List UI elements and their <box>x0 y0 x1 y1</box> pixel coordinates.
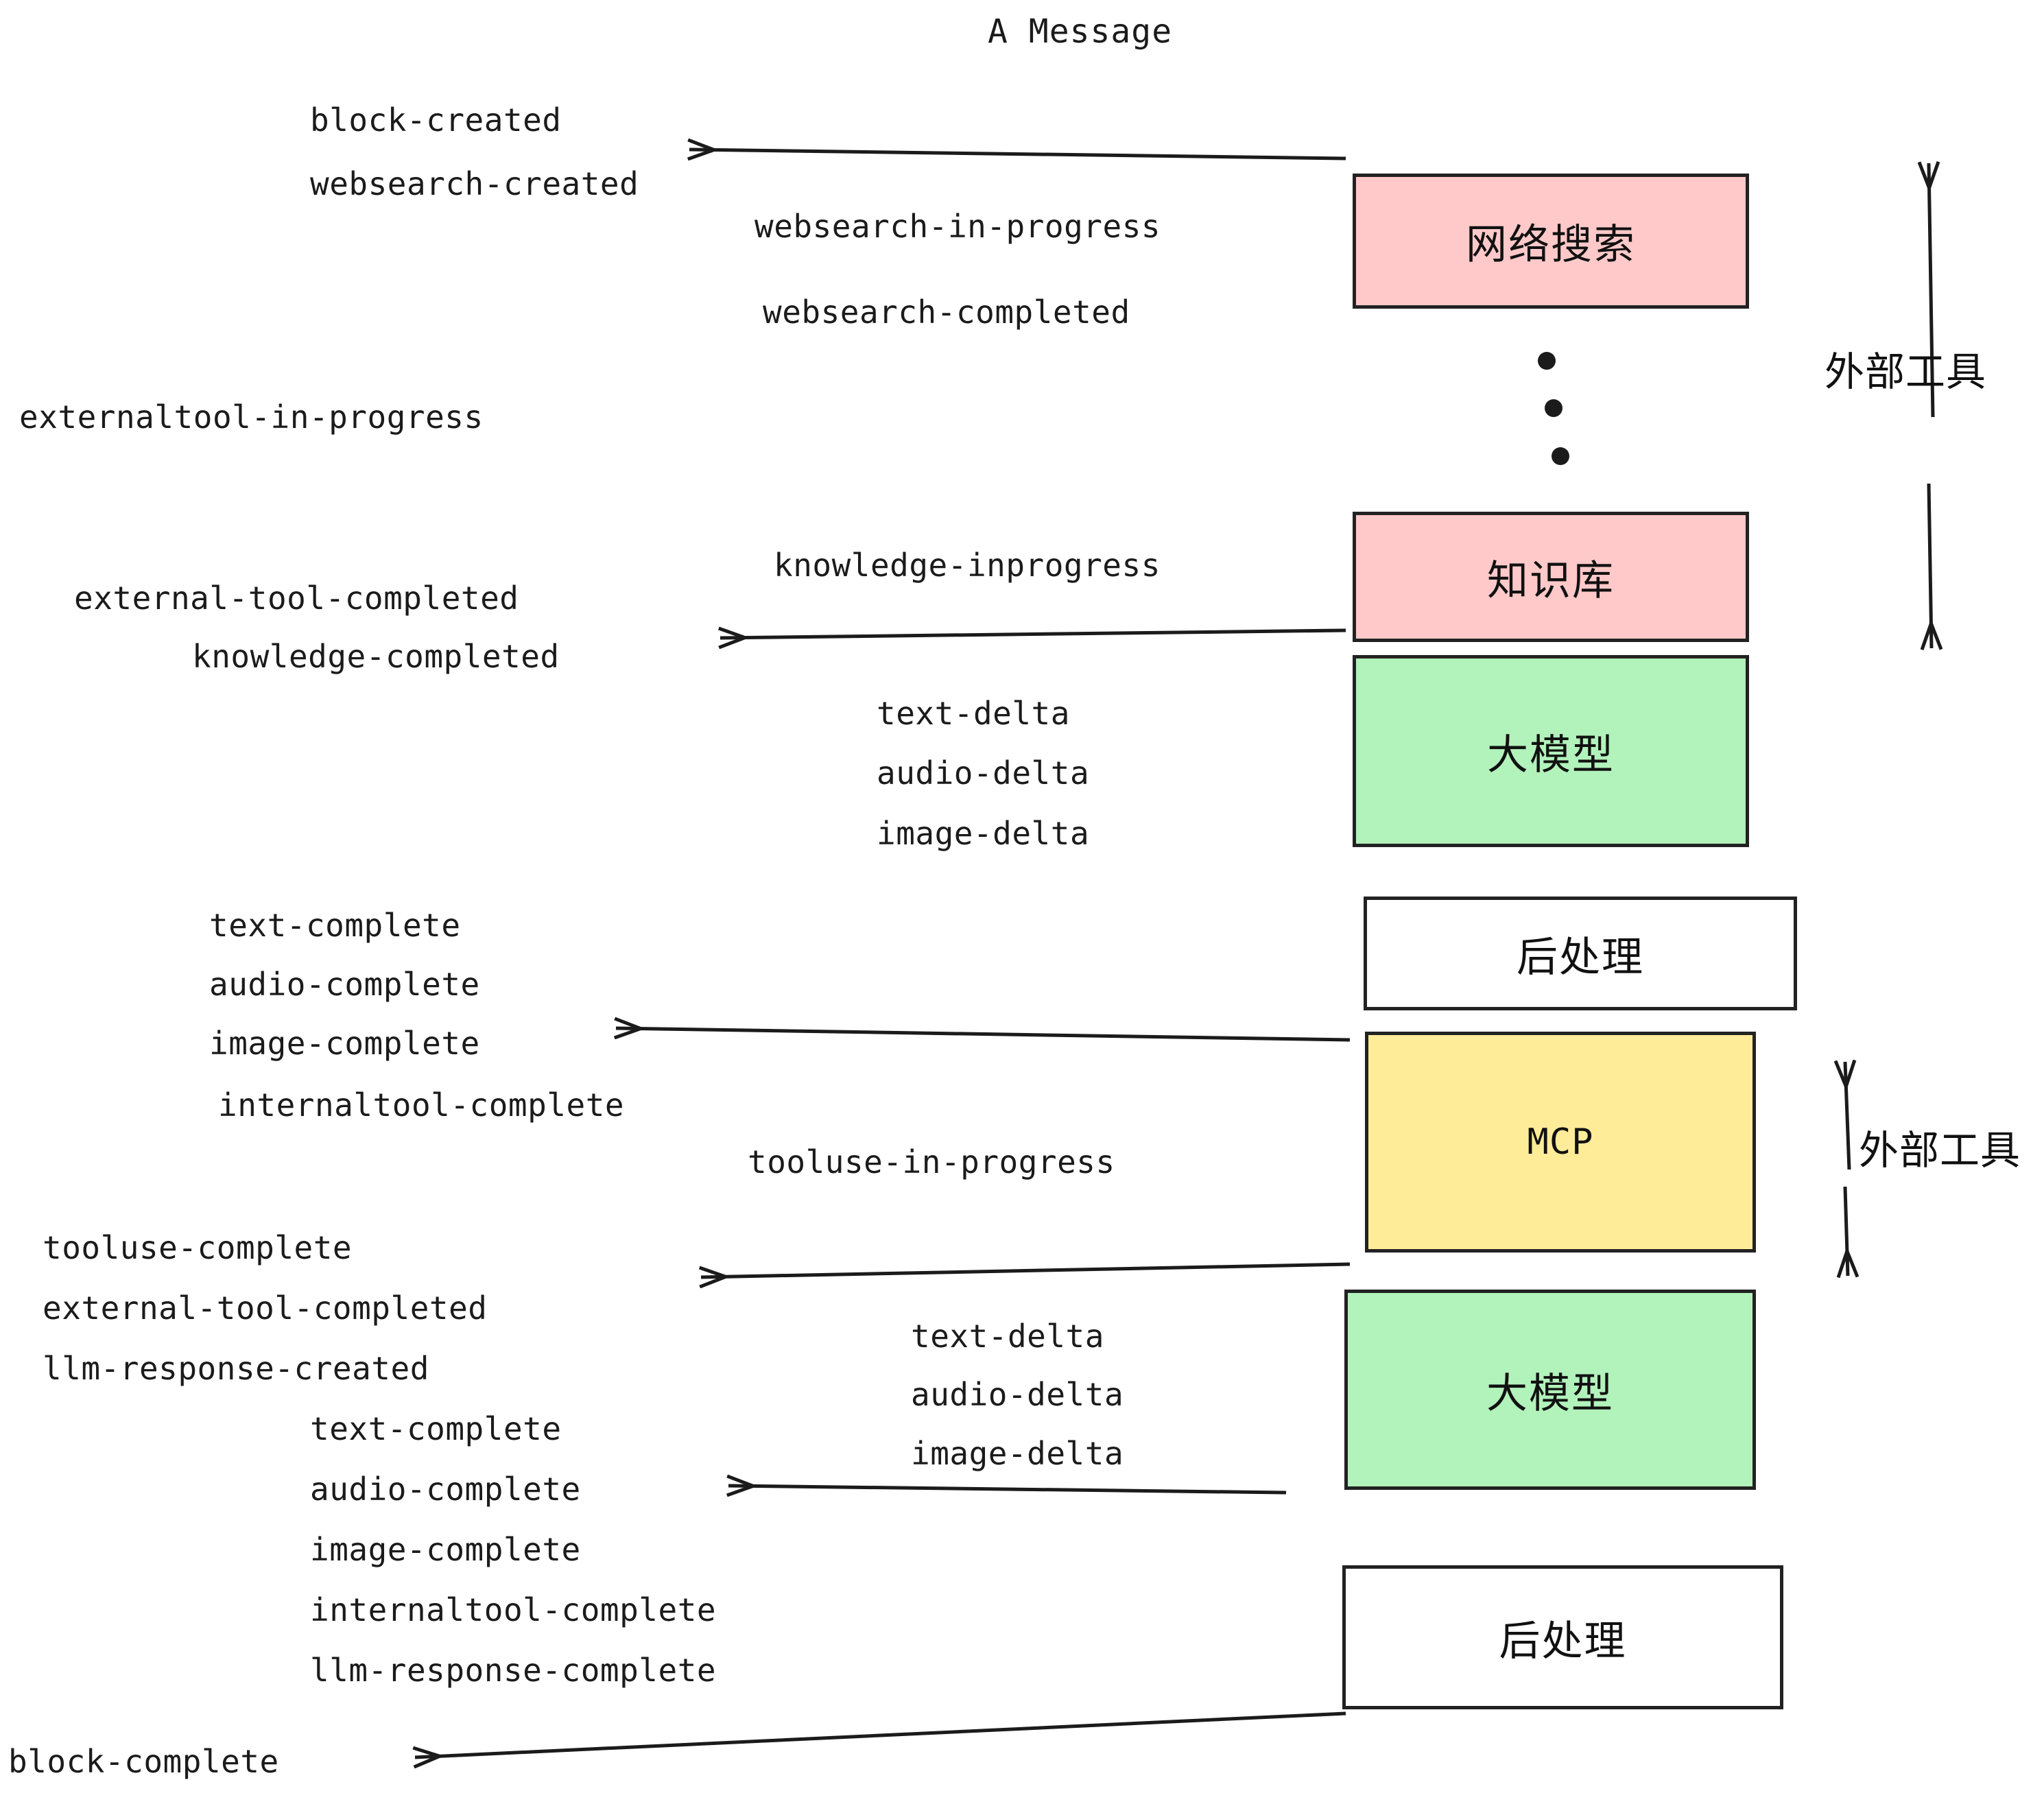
process-box-label: MCP <box>1527 1121 1594 1163</box>
process-box-label: 后处理 <box>1517 933 1644 982</box>
event-label-image-delta-2: image-delta <box>911 1435 1124 1472</box>
event-label-block-created: block-created <box>310 102 562 139</box>
process-box-llm-lower: 大模型 <box>1344 1290 1756 1490</box>
process-box-post-upper: 后处理 <box>1364 897 1797 1010</box>
process-box-label: 知识库 <box>1487 556 1615 605</box>
event-label-audio-delta-2: audio-delta <box>911 1376 1124 1413</box>
event-label-knowledge-inprogress: knowledge-inprogress <box>774 547 1161 584</box>
event-label-websearch-completed: websearch-completed <box>763 294 1130 331</box>
event-label-text-complete-1: text-complete <box>209 907 461 944</box>
ellipsis-dot-icon <box>1545 399 1562 417</box>
event-label-internaltool-complete-1: internaltool-complete <box>218 1087 625 1124</box>
event-label-tooluse-complete: tooluse-complete <box>43 1229 353 1266</box>
flow-arrow-image-complete <box>616 1028 1351 1042</box>
up-arrow-external-tool-arrow-lower <box>1845 1062 1849 1170</box>
flow-arrow-block-complete <box>415 1711 1346 1757</box>
event-label-tooluse-in-progress: tooluse-in-progress <box>748 1143 1115 1180</box>
side-label-external-tool-lower: 外部工具 <box>1859 1127 2021 1174</box>
process-box-post-lower: 后处理 <box>1342 1565 1783 1709</box>
down-arrow-external-tool-arrow-upper <box>1929 483 1932 648</box>
ellipsis-dot-icon <box>1552 447 1569 465</box>
event-label-external-tool-completed-2: external-tool-completed <box>43 1290 488 1327</box>
event-label-text-complete-2: text-complete <box>310 1410 562 1447</box>
event-label-websearch-created: websearch-created <box>310 165 639 202</box>
event-label-audio-complete-2: audio-complete <box>310 1471 581 1508</box>
flow-arrow-audio-complete <box>728 1486 1287 1493</box>
ellipsis-dot-icon <box>1538 352 1556 370</box>
event-label-text-delta-2: text-delta <box>911 1318 1104 1355</box>
process-box-mcp: MCP <box>1365 1032 1756 1253</box>
event-label-image-complete-2: image-complete <box>310 1531 581 1568</box>
process-box-label: 后处理 <box>1499 1617 1627 1665</box>
process-box-knowledge: 知识库 <box>1353 512 1749 642</box>
event-label-image-delta-1: image-delta <box>877 815 1090 852</box>
event-label-text-delta-1: text-delta <box>877 695 1070 732</box>
event-label-external-tool-completed-1: external-tool-completed <box>74 580 519 617</box>
event-label-audio-complete-1: audio-complete <box>209 966 480 1003</box>
event-label-llm-response-complete: llm-response-complete <box>310 1652 717 1689</box>
process-box-websearch: 网络搜索 <box>1353 174 1749 309</box>
event-label-block-complete: block-complete <box>8 1743 279 1780</box>
event-label-websearch-in-progress: websearch-in-progress <box>754 208 1161 245</box>
side-label-external-tool-upper: 外部工具 <box>1825 348 1987 395</box>
flow-arrow-tooluse-complete <box>701 1262 1351 1277</box>
event-label-internaltool-complete-2: internaltool-complete <box>310 1591 717 1628</box>
event-label-llm-response-created: llm-response-created <box>43 1350 429 1387</box>
page-title: A Message <box>988 12 1173 51</box>
process-box-label: 网络搜索 <box>1466 221 1636 269</box>
event-label-audio-delta-1: audio-delta <box>877 755 1090 792</box>
event-label-externaltool-in-progress: externaltool-in-progress <box>19 399 484 436</box>
down-arrow-external-tool-arrow-lower <box>1845 1186 1848 1276</box>
flow-arrow-knowledge-completed <box>720 630 1346 638</box>
process-box-label: 大模型 <box>1486 1369 1614 1418</box>
process-box-label: 大模型 <box>1487 731 1615 779</box>
flow-arrow-block-created <box>689 150 1346 158</box>
event-label-knowledge-completed: knowledge-completed <box>192 638 560 675</box>
event-label-image-complete-1: image-complete <box>209 1025 480 1062</box>
process-box-llm-upper: 大模型 <box>1353 655 1749 847</box>
